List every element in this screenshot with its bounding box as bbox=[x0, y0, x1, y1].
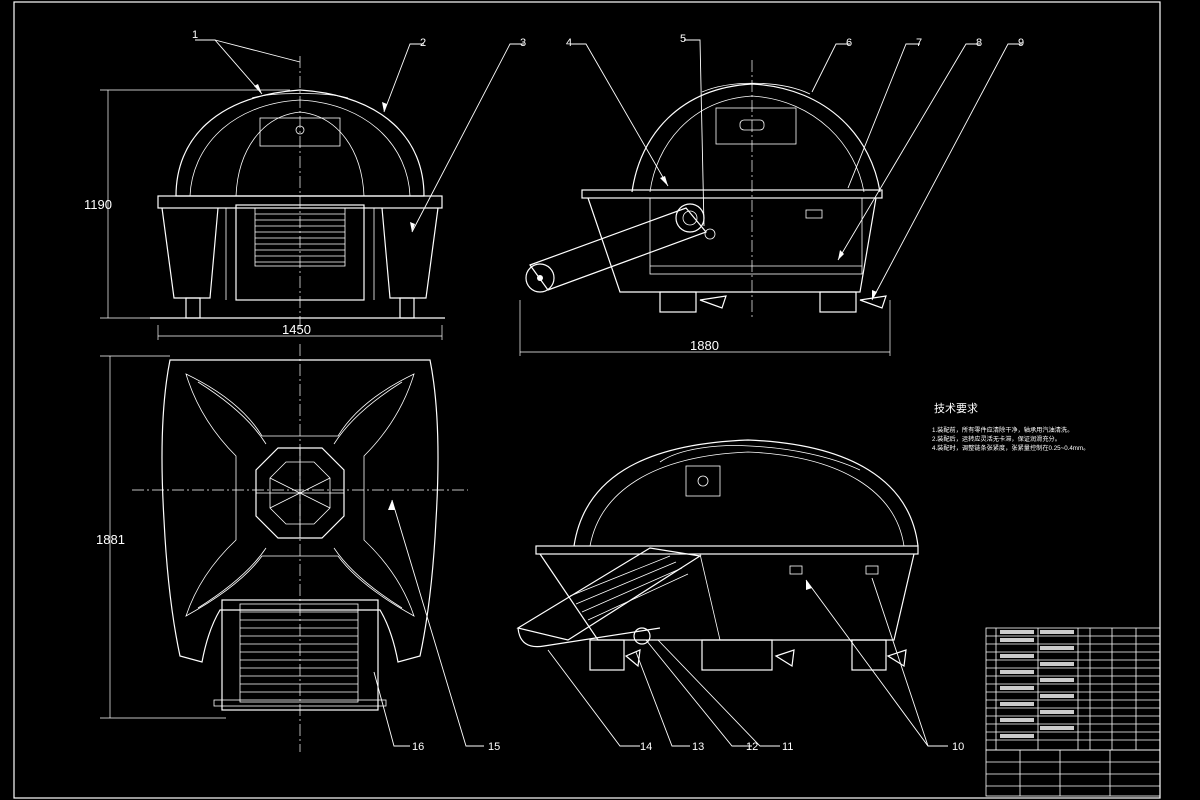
top-view bbox=[100, 344, 468, 752]
balloon-7: 7 bbox=[916, 37, 922, 49]
balloon-9: 9 bbox=[1018, 37, 1024, 49]
balloon-8: 8 bbox=[976, 37, 982, 49]
balloon-14: 14 bbox=[640, 741, 652, 753]
technical-note-3: 4.装配时，调整链条张紧度，张紧量控制在0.25~0.4mm。 bbox=[932, 444, 1089, 452]
leader-lines bbox=[195, 39, 1022, 747]
dim-front-height: 1190 bbox=[84, 197, 112, 212]
balloon-labels: 1 2 3 4 5 6 7 8 9 10 11 12 13 14 15 16 bbox=[192, 29, 1024, 753]
balloon-11: 11 bbox=[782, 741, 793, 753]
dim-top-depth: 1881 bbox=[96, 532, 125, 547]
balloon-5: 5 bbox=[680, 33, 686, 45]
balloon-4: 4 bbox=[566, 37, 572, 49]
dim-side-length: 1880 bbox=[690, 338, 719, 353]
balloon-10: 10 bbox=[952, 741, 964, 753]
title-block bbox=[985, 749, 1161, 797]
balloon-13: 13 bbox=[692, 741, 704, 753]
parts-list-entries bbox=[1000, 630, 1074, 738]
sheet-border bbox=[13, 1, 1161, 799]
front-view bbox=[100, 56, 445, 340]
arrowheads bbox=[254, 84, 877, 590]
side-view bbox=[519, 60, 891, 356]
balloon-12: 12 bbox=[746, 741, 758, 753]
balloon-2: 2 bbox=[420, 37, 426, 49]
dim-front-width: 1450 bbox=[282, 322, 311, 337]
balloon-1: 1 bbox=[192, 29, 198, 41]
isometric-view bbox=[516, 439, 919, 671]
technical-notes: 技术要求 1.装配前，所有零件应清除干净，轴承用汽油清洗。 2.装配后，运转应灵… bbox=[932, 402, 1089, 452]
technical-notes-title: 技术要求 bbox=[934, 402, 978, 415]
balloon-16: 16 bbox=[412, 741, 424, 753]
technical-note-1: 1.装配前，所有零件应清除干净，轴承用汽油清洗。 bbox=[932, 426, 1073, 434]
balloon-6: 6 bbox=[846, 37, 852, 49]
technical-note-2: 2.装配后，运转应灵活无卡滞，保证润滑充分。 bbox=[932, 435, 1061, 443]
balloon-15: 15 bbox=[488, 741, 500, 753]
balloon-3: 3 bbox=[520, 37, 526, 49]
